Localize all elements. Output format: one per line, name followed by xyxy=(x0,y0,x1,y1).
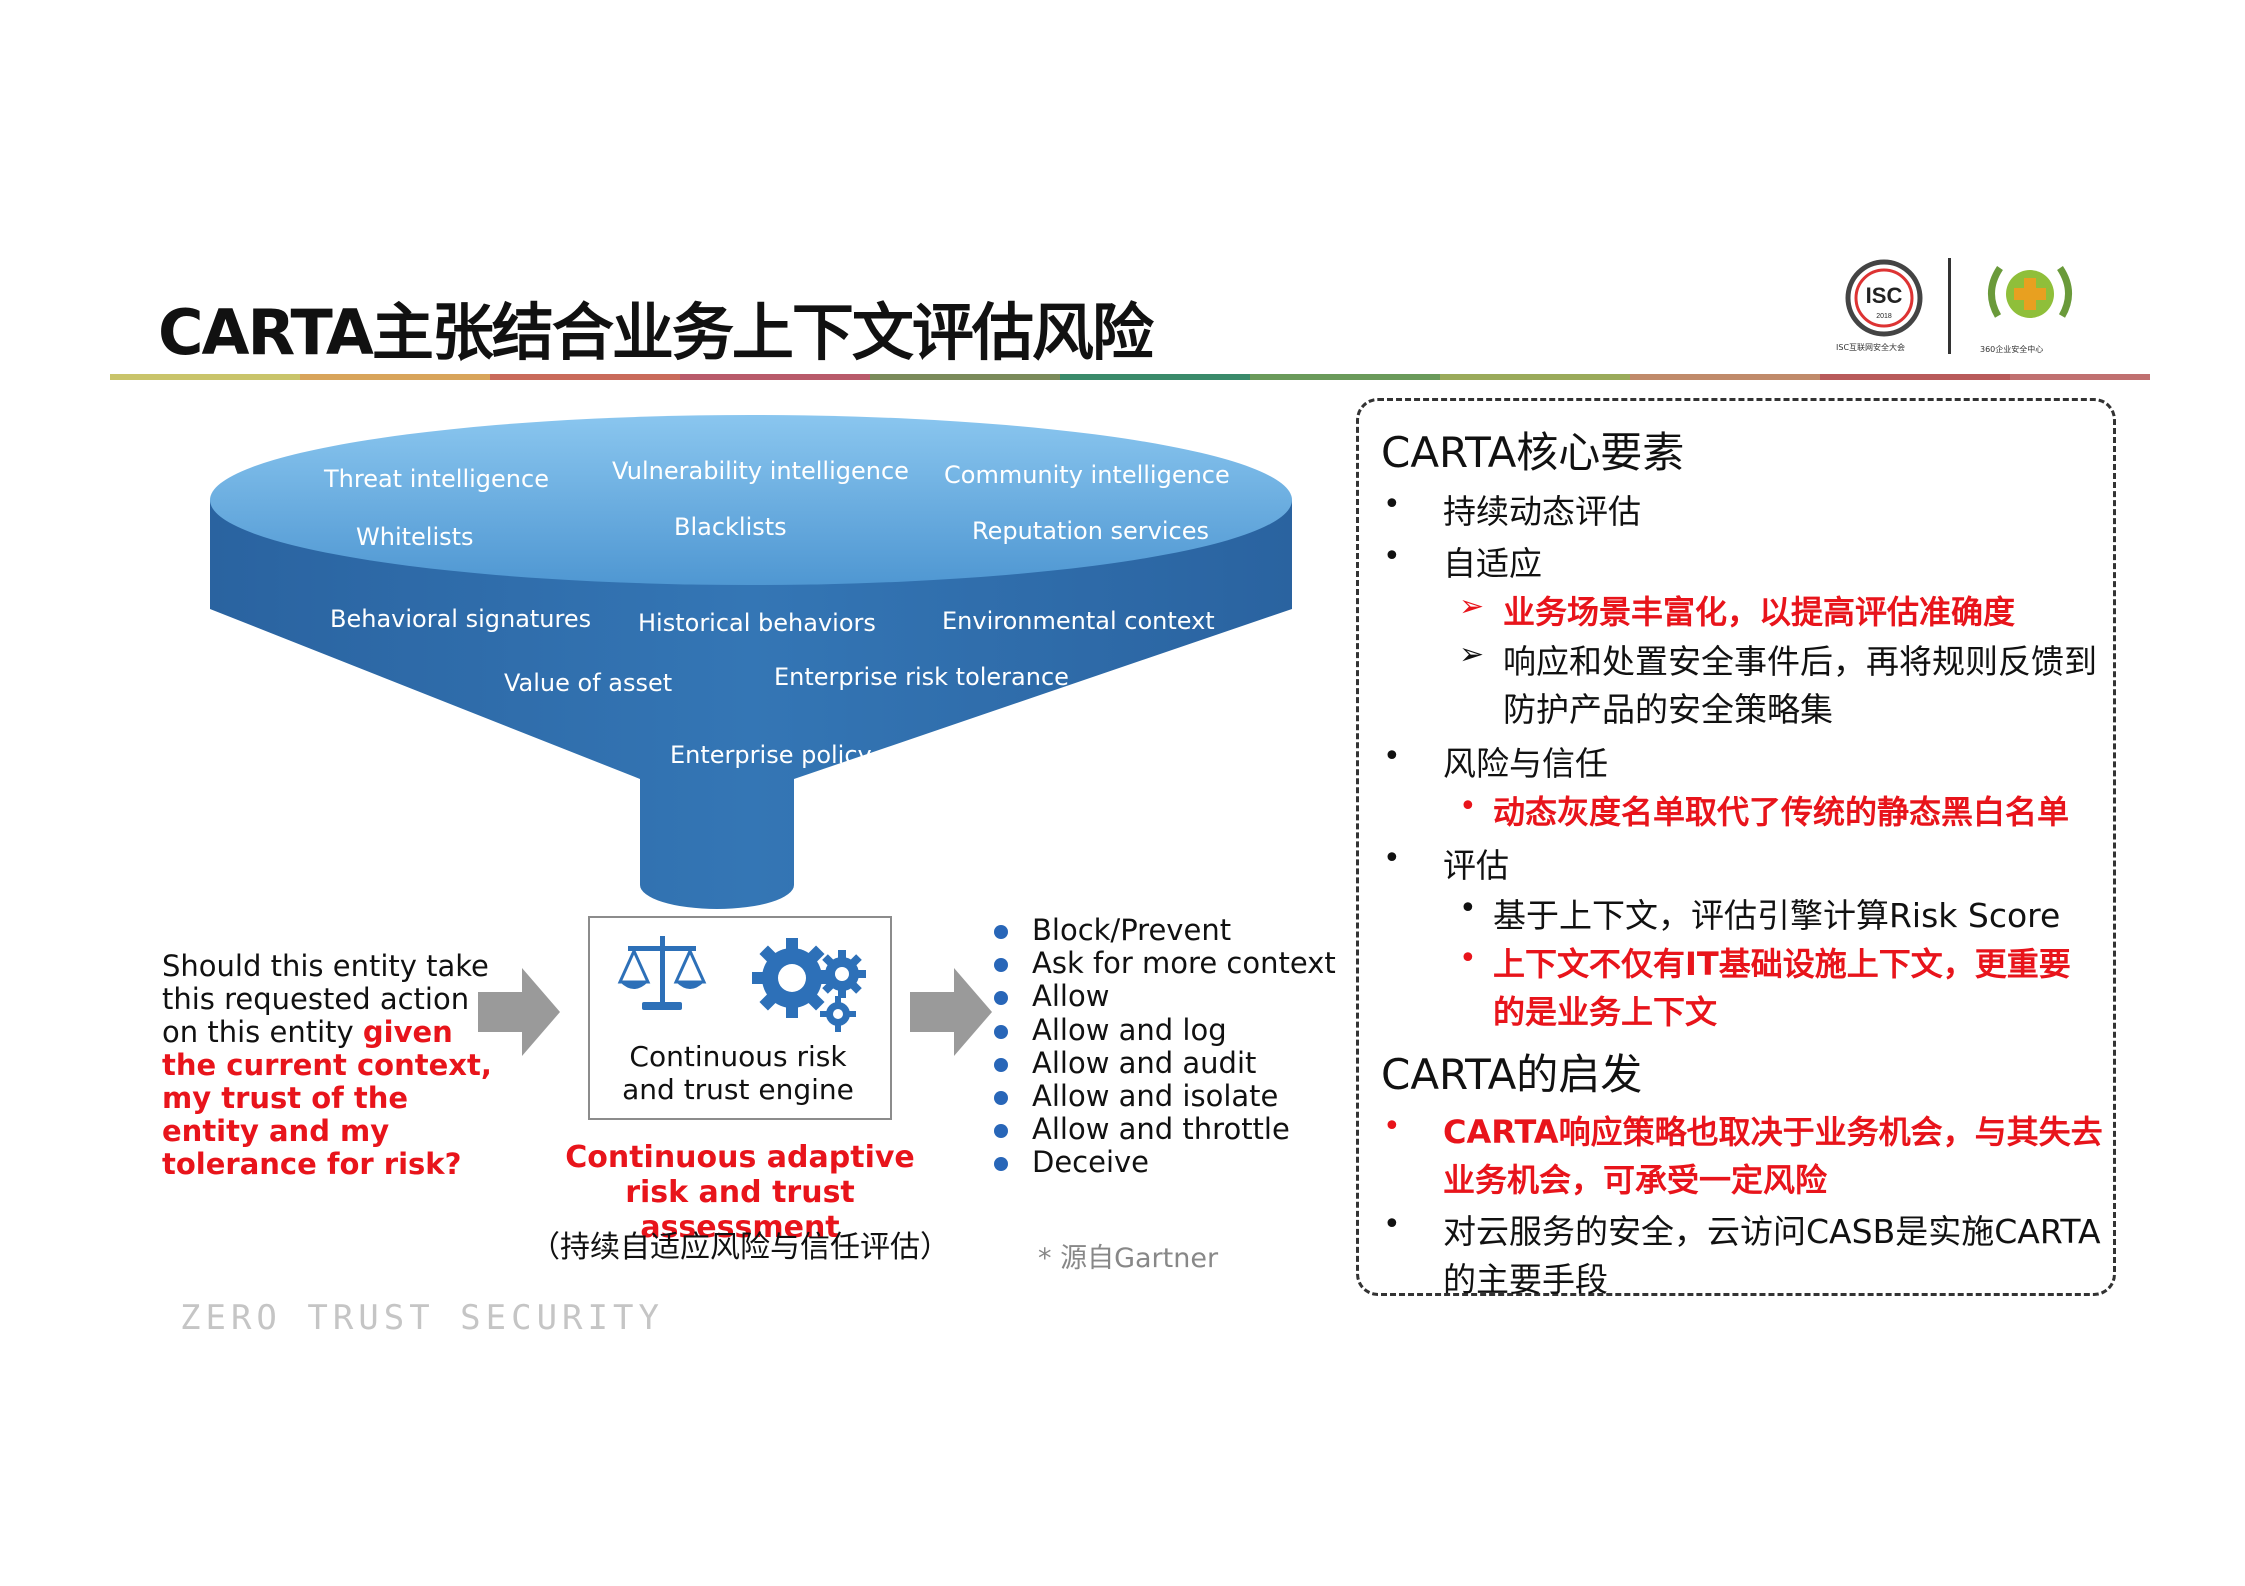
carta-panel: CARTA核心要素 • 持续动态评估 • 自适应 ➢ 业务场景丰富化，以提高评估… xyxy=(1356,398,2116,1299)
question-highlight: given the current context, my trust of t… xyxy=(162,1015,492,1181)
panel-subitem-risk-score: 基于上下文，评估引擎计算Risk Score xyxy=(1493,896,2061,935)
panel-item-risk-trust: 风险与信任 xyxy=(1443,744,1608,783)
arrow-right-icon xyxy=(478,968,560,1056)
assessment-caption: Continuous adaptive risk and trust asses… xyxy=(565,1140,915,1245)
bullet-dot xyxy=(994,925,1008,939)
funnel-item-community-intelligence: Community intelligence xyxy=(944,461,1230,489)
bullet-dot xyxy=(994,1157,1008,1172)
isc-logo-text: ISC xyxy=(1866,283,1903,308)
scales-icon xyxy=(617,936,707,1010)
bullet-icon: • xyxy=(1459,789,1477,824)
panel-subitem-feedback-1: 响应和处置安全事件后，再将规则反馈到 xyxy=(1503,642,2097,681)
funnel-item-blacklists: Blacklists xyxy=(674,513,787,541)
bullet-dot xyxy=(994,1057,1008,1072)
bullet-icon: • xyxy=(1383,487,1401,522)
svg-text:2018: 2018 xyxy=(1876,313,1892,320)
funnel-item-historical-behaviors: Historical behaviors xyxy=(638,609,876,637)
panel-item-assess: 评估 xyxy=(1443,846,1509,885)
isc-logo-caption: ISC互联网安全大会 xyxy=(1836,343,1906,352)
action-list: Block/Prevent Ask for more context Allow… xyxy=(990,913,1336,1180)
funnel-item-enterprise-policy: Enterprise policy xyxy=(670,741,872,769)
panel-subitem-scenarios: 业务场景丰富化，以提高评估准确度 xyxy=(1503,593,2016,631)
panel-subitem-graylist: 动态灰度名单取代了传统的静态黑白名单 xyxy=(1493,793,2070,831)
bullet-icon: • xyxy=(1383,841,1401,876)
funnel-item-environmental-context: Environmental context xyxy=(942,607,1215,635)
panel-subitem-feedback-2: 防护产品的安全策略集 xyxy=(1503,690,1833,729)
question-plain: Should this entity take this requested a… xyxy=(162,949,489,1049)
title-rule xyxy=(110,374,2150,380)
panel-heading-core: CARTA核心要素 xyxy=(1381,428,1685,477)
panel-item-casb-2: 的主要手段 xyxy=(1443,1260,1608,1299)
page-title: CARTA主张结合业务上下文评估风险 xyxy=(158,296,1154,369)
bullet-icon: • xyxy=(1459,941,1477,976)
funnel-item-reputation-services: Reputation services xyxy=(972,517,1209,545)
source-note: * 源自Gartner xyxy=(1038,1243,1219,1274)
entity-question: Should this entity take this requested a… xyxy=(162,950,492,1181)
funnel-item-value-of-asset: Value of asset xyxy=(504,669,673,697)
bullet-icon: • xyxy=(1459,891,1477,926)
panel-subitem-business-context-1: 上下文不仅有IT基础设施上下文，更重要 xyxy=(1493,945,2071,983)
list-item: Allow and audit xyxy=(990,1046,1336,1080)
panel-item-opportunity-1: CARTA响应策略也取决于业务机会，与其失去 xyxy=(1443,1113,2103,1151)
engine-label: Continuous risk and trust engine xyxy=(622,1040,854,1106)
panel-heading-inspiration: CARTA的启发 xyxy=(1381,1050,1643,1099)
bullet-icon: • xyxy=(1383,1109,1401,1144)
bullet-dot xyxy=(994,958,1008,973)
funnel-item-whitelists: Whitelists xyxy=(356,523,474,551)
list-item: Allow and throttle xyxy=(990,1113,1336,1146)
isc-logo: ISC 2018 ISC互联网安全大会 xyxy=(1836,258,1932,353)
funnel-item-threat-intelligence: Threat intelligence xyxy=(324,465,549,493)
data-funnel: Threat intelligence Vulnerability intell… xyxy=(200,415,1300,915)
security-center-logo: 360企业安全中心 xyxy=(1980,256,2080,355)
panel-item-adaptive: 自适应 xyxy=(1443,544,1542,583)
funnel-item-behavioral-signatures: Behavioral signatures xyxy=(330,605,592,633)
list-item: Allow and isolate xyxy=(990,1079,1336,1113)
panel-subitem-business-context-2: 的是业务上下文 xyxy=(1493,993,1718,1031)
panel-item-continuous: 持续动态评估 xyxy=(1443,492,1641,531)
list-item: Block/Prevent xyxy=(990,913,1336,947)
bullet-dot xyxy=(994,1091,1008,1106)
assessment-caption-cn: （持续自适应风险与信任评估） xyxy=(530,1230,950,1265)
panel-item-casb-1: 对云服务的安全，云访问CASB是实施CARTA xyxy=(1443,1212,2101,1251)
arrow-bullet-icon: ➢ xyxy=(1459,589,1485,624)
bullet-dot xyxy=(994,1124,1008,1139)
security-center-caption: 360企业安全中心 xyxy=(1980,345,2044,354)
watermark: ZERO TRUST SECURITY xyxy=(180,1298,664,1338)
bullet-icon: • xyxy=(1383,1207,1401,1242)
list-item: Allow and log xyxy=(990,1013,1336,1047)
bullet-dot xyxy=(994,1024,1008,1039)
arrow-right-icon-2 xyxy=(910,968,992,1056)
funnel-item-enterprise-risk-tolerance: Enterprise risk tolerance xyxy=(774,663,1069,691)
bullet-icon: • xyxy=(1383,739,1401,774)
list-item: Ask for more context xyxy=(990,947,1336,980)
arrow-bullet-icon: ➢ xyxy=(1459,637,1485,672)
panel-item-opportunity-2: 业务机会，可承受一定风险 xyxy=(1443,1161,1828,1199)
bullet-dot xyxy=(994,991,1008,1006)
list-item: Allow xyxy=(990,980,1336,1013)
list-item: Deceive xyxy=(990,1146,1336,1179)
funnel-item-vulnerability-intelligence: Vulnerability intelligence xyxy=(612,457,909,485)
logo-divider xyxy=(1948,258,1951,354)
bullet-icon: • xyxy=(1383,539,1401,574)
gears-icon xyxy=(752,938,866,1032)
